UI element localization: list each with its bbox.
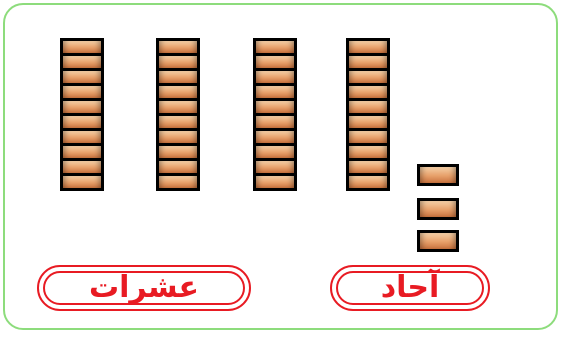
tens-rod [253, 38, 297, 191]
rod-cube [346, 173, 390, 191]
tens-rod [156, 38, 200, 191]
rod-cube [253, 173, 297, 191]
tens-label: عشرات [89, 273, 199, 303]
unit-cube [417, 198, 459, 220]
rod-cube [156, 173, 200, 191]
unit-cube [417, 230, 459, 252]
unit-cube [417, 164, 459, 186]
tens-rod [60, 38, 104, 191]
ones-label: آحاد [381, 273, 440, 303]
tens-label-badge: عشرات [37, 265, 251, 311]
tens-rod [346, 38, 390, 191]
ones-label-badge: آحاد [330, 265, 490, 311]
rod-cube [60, 173, 104, 191]
